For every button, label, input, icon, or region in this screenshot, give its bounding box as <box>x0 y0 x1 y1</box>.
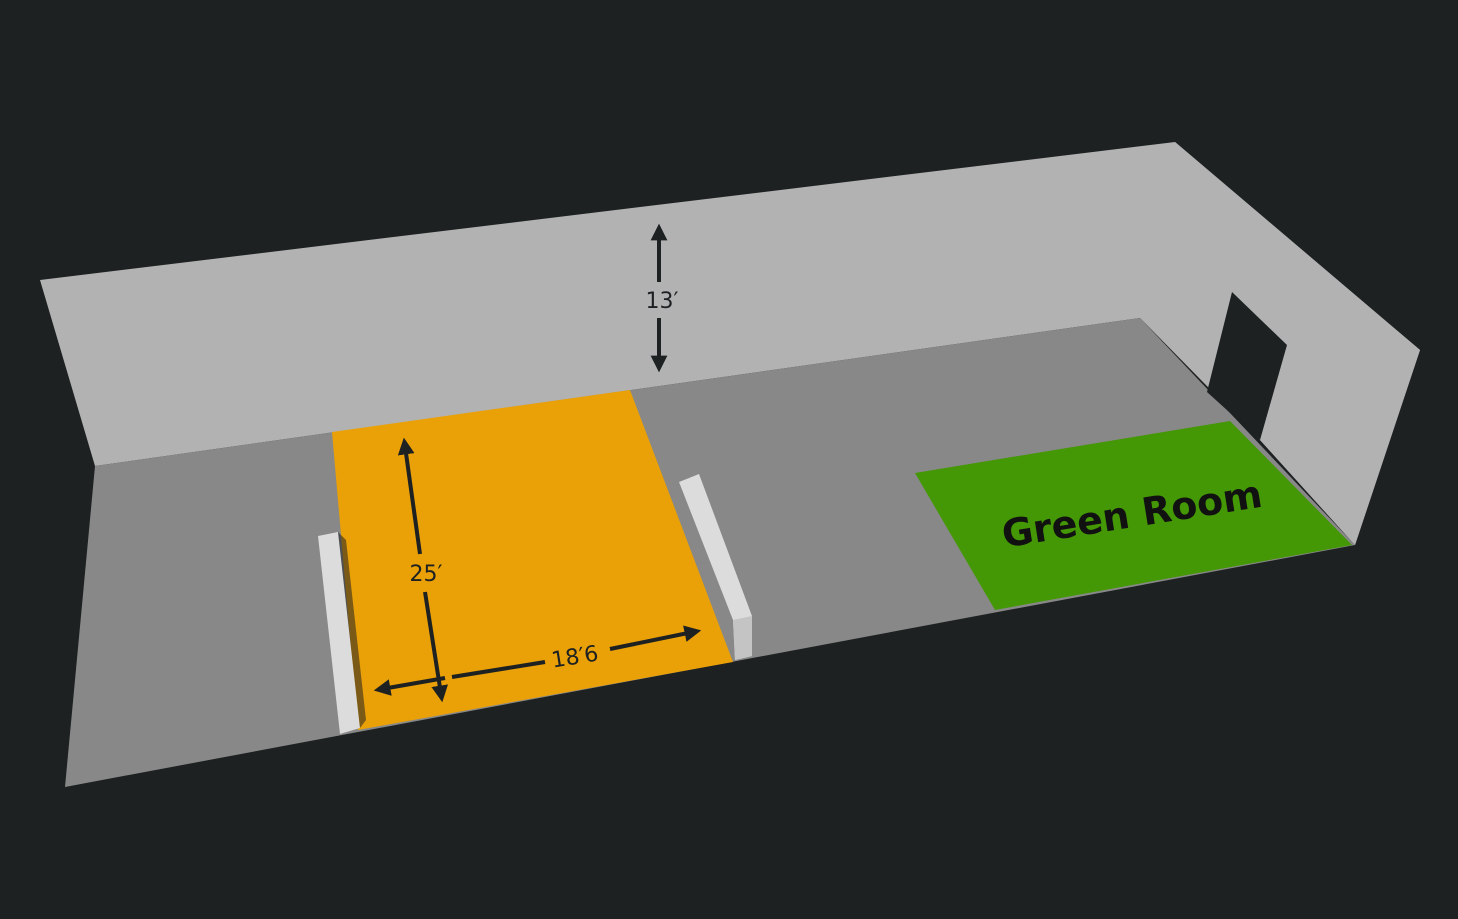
stage-width-arrow-right-icon <box>609 625 702 651</box>
right-wall <box>1175 142 1420 545</box>
green-room-area <box>915 421 1352 610</box>
stage-depth-label: 25′ <box>410 562 443 587</box>
right-partition-face <box>679 474 752 660</box>
doorway-icon <box>1207 292 1287 440</box>
stage-width-arrow-line <box>451 660 546 679</box>
ceiling-height-label: 13′ <box>646 289 679 314</box>
left-partition-face <box>318 532 360 734</box>
left-partition-shadow <box>338 532 366 728</box>
back-wall <box>40 142 1420 545</box>
stage-width-arrow-left-icon <box>373 676 446 696</box>
stage-depth-arrow-bottom-icon <box>423 591 448 703</box>
right-partition-side <box>733 616 752 660</box>
stage-depth-arrow-top-icon <box>397 437 422 555</box>
